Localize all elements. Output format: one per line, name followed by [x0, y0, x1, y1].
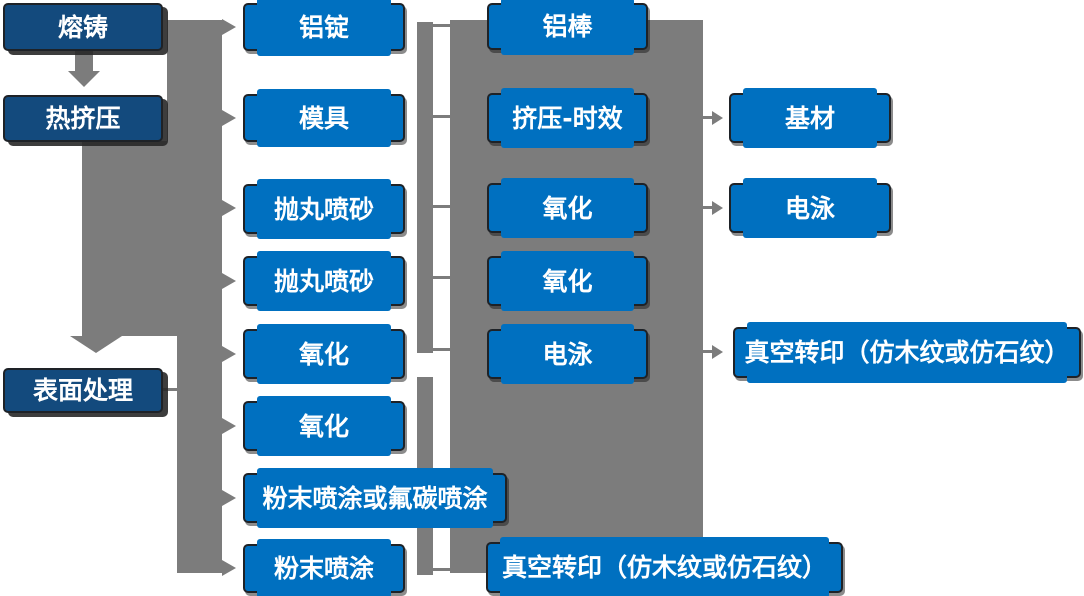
arrow-shaft-electrophoresis	[703, 206, 712, 209]
tick-row-1	[433, 24, 450, 27]
node-electrophoresis-2: 电泳	[729, 178, 891, 238]
arrow-to-mold-icon	[222, 110, 236, 126]
arrow-to-powder-coating-icon	[222, 560, 236, 576]
flow-band-left-wide	[82, 141, 222, 336]
node-melting-casting: 熔铸	[3, 3, 163, 51]
arrow-down-to-hot-extrusion-icon	[68, 71, 100, 87]
arrow-shaft-casting-to-extrusion	[75, 51, 93, 72]
tick-row-4	[433, 276, 450, 279]
node-oxidation-3: 氧化	[487, 178, 648, 238]
node-extrusion-aging: 挤压-时效	[487, 88, 648, 148]
tick-row-5	[433, 348, 450, 351]
node-aluminum-bar: 铝棒	[487, 0, 648, 55]
node-vacuum-transfer-1: 真空转印（仿木纹或仿石纹）	[486, 537, 843, 596]
flow-band-lower	[177, 336, 222, 573]
tick-row-8	[433, 568, 450, 571]
node-mold: 模具	[243, 89, 405, 147]
arrow-to-vacuum-transfer-icon	[712, 345, 723, 359]
arrow-to-base-material-icon	[712, 111, 723, 125]
arrow-to-shot-blasting-1-icon	[222, 200, 236, 216]
node-electrophoresis-1: 电泳	[487, 324, 648, 384]
node-shot-blasting-1: 抛丸喷砂	[243, 179, 405, 239]
arrow-to-oxidation-2-icon	[222, 418, 236, 434]
node-shot-blasting-2: 抛丸喷砂	[243, 251, 405, 311]
node-oxidation-4: 氧化	[487, 251, 648, 311]
connector-surface-treatment-line	[161, 388, 177, 391]
arrow-down-to-surface-treatment-icon	[70, 336, 122, 353]
arrow-to-aluminum-ingot-icon	[222, 19, 236, 35]
collector-band-upper	[417, 22, 433, 353]
arrow-to-electrophoresis-icon	[712, 201, 723, 215]
arrow-to-powder-or-fluorocarbon-icon	[222, 490, 236, 506]
node-base-material: 基材	[729, 88, 891, 148]
node-hot-extrusion: 热挤压	[3, 95, 163, 142]
node-powder-coating: 粉末喷涂	[243, 539, 405, 596]
arrow-to-oxidation-1-icon	[222, 346, 236, 362]
tick-row-3	[433, 205, 450, 208]
node-oxidation-1: 氧化	[243, 324, 405, 384]
node-powder-or-fluorocarbon: 粉末喷涂或氟碳喷涂	[243, 468, 507, 528]
arrow-to-shot-blasting-2-icon	[222, 273, 236, 289]
arrow-shaft-vacuum-transfer	[703, 350, 712, 353]
tick-row-2	[433, 115, 450, 118]
node-surface-treatment: 表面处理	[3, 368, 163, 413]
node-oxidation-2: 氧化	[243, 396, 405, 456]
node-aluminum-ingot: 铝锭	[243, 0, 405, 56]
arrow-shaft-base-material	[703, 116, 712, 119]
node-vacuum-transfer-2: 真空转印（仿木纹或仿石纹）	[733, 322, 1081, 383]
